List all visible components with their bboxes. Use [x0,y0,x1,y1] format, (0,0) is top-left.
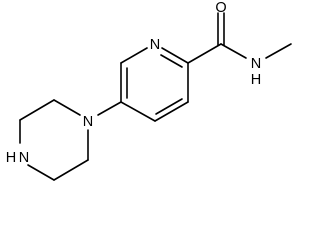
ring-nitrogen-label: N [150,37,160,53]
piperazine-hydrogen-label: H [6,150,16,166]
bond-c5-c4 [120,101,156,122]
bond-c5-piperazine-n [97,101,122,116]
bond-n1-c-lower [27,164,55,181]
bond-c4-c3 [154,101,189,122]
pyridine-ring [120,47,189,122]
double-bond-c4-c3-inner [155,98,183,115]
bond-c2-carbonyl [187,43,222,64]
carboxamide-group [187,12,292,64]
bond-lower-c-c [53,159,89,181]
bond-n1-c6 [120,47,148,64]
amide-nitrogen-label: N [251,56,261,72]
bond-amide-n-methyl [265,43,292,59]
amide-hydrogen-label: H [251,72,261,88]
piperazine-nh-nitrogen-label: N [19,150,29,166]
chemical-structure-diagram: N O N H N N H [6,0,292,181]
bond-carbonyl-amide-n [220,43,247,59]
piperazine-ring [19,99,122,181]
bond-n4-c-upper-left [53,99,81,116]
double-bond-c2-n1-inner [160,54,183,68]
bond-upper-left-c-c [19,99,55,121]
bond-c2-n1 [161,47,189,64]
carbonyl-oxygen-label: O [215,0,226,16]
piperazine-aryl-nitrogen-label: N [83,114,93,130]
